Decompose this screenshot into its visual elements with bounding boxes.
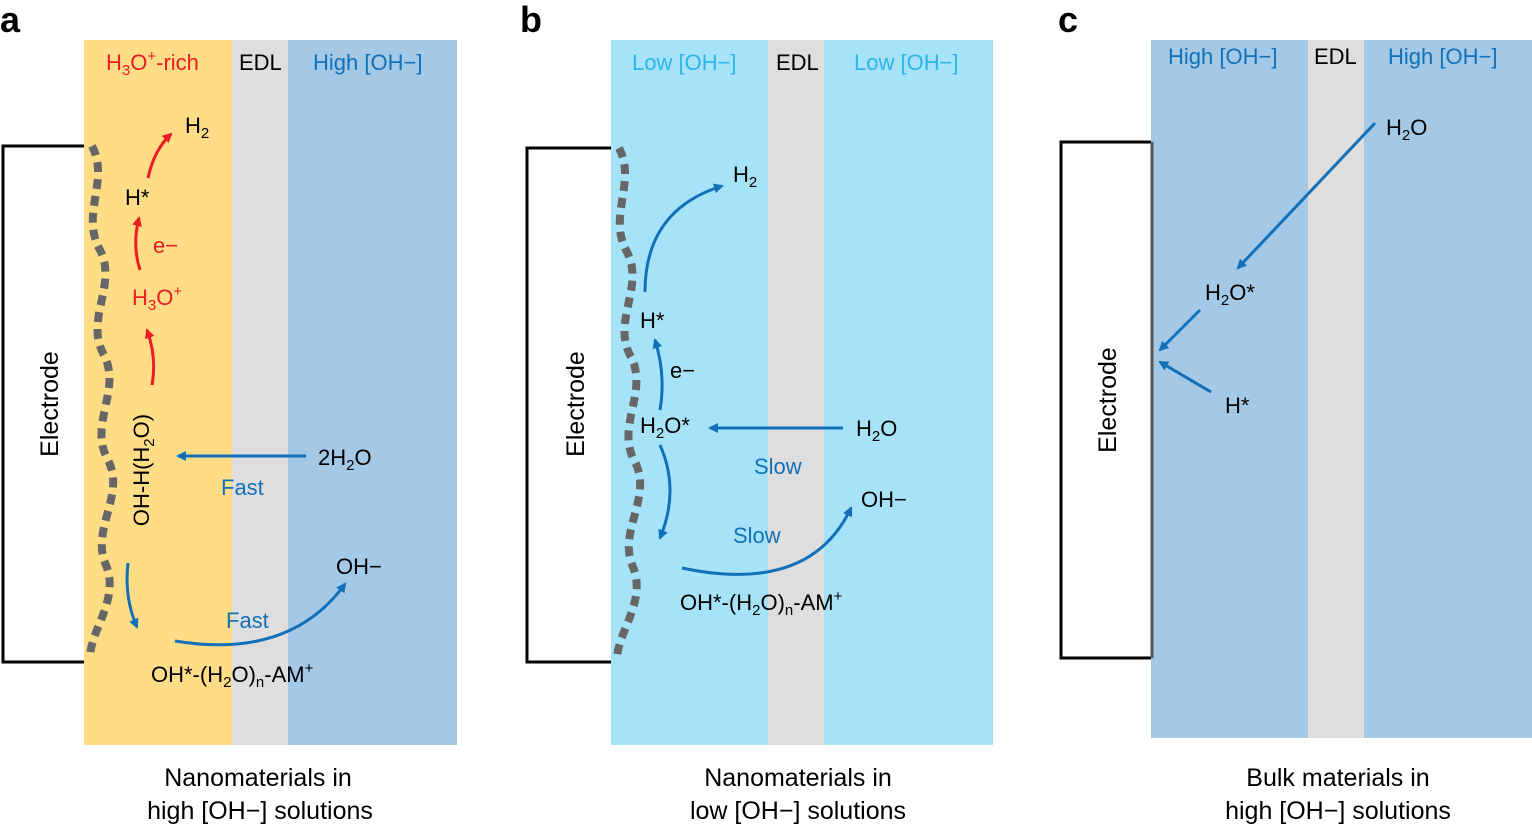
- panel-b-slow-label-1: Slow: [754, 454, 802, 479]
- panel-a-arrow-hstar-to-h2: [146, 132, 173, 179]
- panel-a: a H3O+-rich EDL High [OH−] Electrode H2 …: [0, 0, 457, 825]
- panel-a-h3o-rich-zone: [84, 40, 232, 745]
- panel-c-letter: c: [1058, 0, 1078, 40]
- panel-a-nanostructured-surface: [86, 144, 118, 659]
- panel-a-arrow-to-h3o: [144, 328, 156, 386]
- panel-c: c High [OH−] EDL High [OH−] Electrode H2…: [1058, 0, 1532, 825]
- panel-c-arrow-h2o-to-h2ostar: [1236, 121, 1377, 270]
- panel-b-zone-label-edl: EDL: [776, 50, 819, 75]
- panel-c-high-oh-zone-left: [1151, 40, 1308, 738]
- panel-a-arrow-to-oh: [174, 582, 347, 647]
- panel-a-zone-label-high-oh: High [OH−]: [313, 50, 422, 75]
- panel-c-zone-label-high-oh-left: High [OH−]: [1168, 44, 1277, 69]
- panel-c-arrow-hstar-to-electrode: [1158, 360, 1212, 394]
- panel-b-oh-cluster: OH*-(H2O)n-AM+: [680, 588, 843, 619]
- panel-c-zone-label-high-oh-right: High [OH−]: [1388, 44, 1497, 69]
- panel-a-2h2o: 2H2O: [318, 445, 372, 474]
- panel-a-zone-label-edl: EDL: [239, 50, 282, 75]
- panel-b-nanostructured-surface: [613, 146, 645, 661]
- panel-c-edl-zone: [1308, 40, 1364, 738]
- panel-c-arrow-h2ostar-to-electrode: [1158, 308, 1202, 352]
- panel-a-oh-cluster: OH*-(H2O)n-AM+: [151, 660, 314, 691]
- panel-c-h-star: H*: [1225, 393, 1250, 418]
- panel-c-caption-line-2: high [OH−] solutions: [1225, 797, 1451, 825]
- panel-b-zone-label-low-oh-left: Low [OH−]: [632, 50, 737, 75]
- panel-b-edl-zone: [768, 40, 824, 745]
- panel-a-arrow-down: [125, 562, 139, 629]
- panel-b-low-oh-zone-right: [824, 40, 993, 745]
- panel-a-e-minus: e−: [153, 233, 178, 258]
- panel-c-electrode-label: Electrode: [1094, 347, 1122, 453]
- panel-a-edl-zone: [232, 40, 288, 745]
- panel-b-zone-label-low-oh-right: Low [OH−]: [854, 50, 959, 75]
- panel-b-caption-line-2: low [OH−] solutions: [690, 797, 906, 825]
- panel-a-arrow-h3o-to-hstar: [132, 216, 142, 271]
- panel-b: b Low [OH−] EDL Low [OH−] Electrode H2 H…: [520, 0, 993, 825]
- panel-a-h-star: H*: [125, 185, 150, 210]
- panel-b-arrow-to-oh: [681, 506, 853, 576]
- panel-c-high-oh-zone-right: [1364, 40, 1532, 738]
- panel-a-fast-label-1: Fast: [221, 475, 264, 500]
- panel-b-e-minus: e−: [670, 358, 695, 383]
- panel-b-arrow-down: [658, 444, 672, 540]
- panel-b-caption-line-1: Nanomaterials in: [704, 764, 892, 792]
- panel-b-oh-minus: OH−: [861, 487, 907, 512]
- panel-a-electrode-box: [1, 144, 84, 664]
- panel-a-letter: a: [0, 0, 21, 40]
- panel-b-arrow-hstar-to-h2: [643, 183, 724, 293]
- panel-c-h2o-star: H2O*: [1205, 280, 1255, 309]
- panel-a-oh-h-h2o: OH-H(H2O): [129, 414, 158, 526]
- panel-b-h-star: H*: [640, 308, 665, 333]
- panel-a-caption-line-2: high [OH−] solutions: [147, 797, 373, 825]
- panel-b-low-oh-zone-left: [611, 40, 768, 745]
- panel-a-oh-minus: OH−: [336, 554, 382, 579]
- panel-b-slow-label-2: Slow: [733, 523, 781, 548]
- panel-c-caption-line-1: Bulk materials in: [1246, 764, 1429, 792]
- panel-a-fast-label-2: Fast: [226, 608, 269, 633]
- panel-a-zone-label-h3o-rich: H3O+-rich: [106, 48, 199, 79]
- panel-b-electrode-label: Electrode: [562, 351, 590, 457]
- panel-a-caption-line-1: Nanomaterials in: [164, 764, 352, 792]
- panel-c-electrode-box: [1059, 140, 1151, 660]
- panel-b-electrode-box: [525, 146, 611, 664]
- panel-b-h2o-star: H2O*: [640, 413, 690, 442]
- panel-b-letter: b: [520, 0, 542, 40]
- panel-b-arrow-h2ostar-to-hstar: [652, 338, 664, 411]
- panel-a-electrode-label: Electrode: [36, 351, 64, 457]
- panel-c-zone-label-edl: EDL: [1314, 44, 1357, 69]
- panel-a-high-oh-zone: [288, 40, 457, 745]
